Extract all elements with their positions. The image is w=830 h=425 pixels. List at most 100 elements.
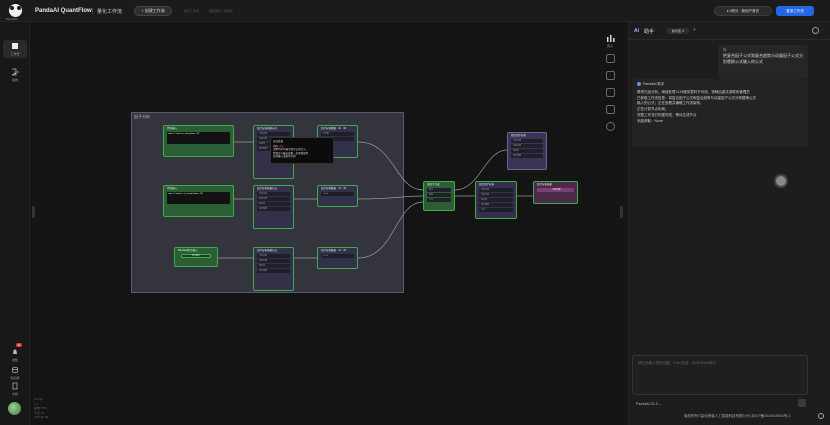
bot-line: 正在计算节点布局。 xyxy=(637,107,669,112)
exit-icon xyxy=(11,68,19,76)
bar-chart-icon[interactable] xyxy=(605,34,615,43)
node-field[interactable]: 结束日期 xyxy=(511,144,543,148)
panda-logo-icon[interactable] xyxy=(9,4,22,17)
node-field[interactable]: 分层数 xyxy=(321,132,354,136)
bot-line: 未能获取：None xyxy=(637,118,663,123)
node-field[interactable]: 开始日期 xyxy=(257,254,290,258)
chat-tab[interactable]: 新对话 ✕ xyxy=(667,28,689,34)
nav-label: 通知 xyxy=(11,358,18,362)
node-title: 组合因子分析 xyxy=(479,183,495,186)
zoom-line: 0.6 fps xyxy=(34,397,44,401)
tooltip-title: 节点信息 xyxy=(273,140,284,143)
node-field[interactable]: 股票池 xyxy=(511,149,543,153)
tooltip-line: 请用Python编写因子公式定义， xyxy=(273,148,309,151)
history-icon[interactable] xyxy=(812,27,819,34)
node-field[interactable]: 权重 xyxy=(427,193,451,197)
factor-data-node-3[interactable]: 因子分析数据 · 31 · 33 1.000 xyxy=(317,247,358,269)
login-button[interactable]: 登录工作流 xyxy=(776,6,814,16)
trash-icon[interactable] xyxy=(605,105,615,114)
node-field[interactable]: 结束日期 xyxy=(479,193,513,197)
node-field[interactable]: 调仓周期 xyxy=(511,154,543,158)
nav-item-notify[interactable]: 通知 xyxy=(3,346,27,362)
calendar-icon[interactable] xyxy=(605,54,615,63)
zoom-line: 节点 14 xyxy=(34,410,45,415)
bot-message-text: 需求已经分析，继续处理 LLM服务暂时不可用，请稍后重试或联系管理员 已获取工作… xyxy=(637,90,805,124)
tooltip-line: 其他输入请参考示例 xyxy=(273,155,296,158)
node-field[interactable]: 股票池 xyxy=(257,264,290,268)
send-button[interactable] xyxy=(798,399,806,407)
run-factor-button[interactable]: 运行因子 xyxy=(181,254,211,258)
multi-factor-merge-node[interactable]: 多因子合成 因子 权重 方法 xyxy=(423,181,455,211)
chat-input[interactable]: 请在此输入您的问题，Enter发送，Shift+Enter换行 xyxy=(632,355,808,395)
document-icon xyxy=(12,382,18,390)
assistant-float-button[interactable] xyxy=(774,174,788,188)
node-field[interactable]: 因子 xyxy=(427,188,451,192)
node-tooltip: 节点信息 代码 错误： 请用Python编写因子公式定义， 需要定义输出变量，如… xyxy=(270,137,334,164)
divider xyxy=(92,8,93,14)
workflow-canvas[interactable] xyxy=(30,22,624,425)
nav-item-workflow[interactable]: 工作流 xyxy=(3,40,27,58)
import-icon[interactable] xyxy=(605,88,615,97)
factor-data-node-2[interactable]: 因子分析数据 · 31 · 33 1.000 xyxy=(317,185,358,207)
factor-build-node-2[interactable]: 因子分析构建节点 开始日期 结束日期 股票池 调仓周期 xyxy=(253,185,294,229)
node-title: 组合因子分析 xyxy=(511,134,527,137)
node-field[interactable]: 开始日期 xyxy=(479,188,513,192)
code-input-node-2[interactable]: 代码输入 code = f"volume / ts_mean(volume, 2… xyxy=(163,185,234,217)
node-title: 因子分析构建节点 xyxy=(257,249,278,252)
code-editor[interactable]: code = f"volume / ts_mean(volume, 20)" xyxy=(167,192,230,204)
node-field[interactable]: 结束日期 xyxy=(257,197,290,201)
nav-item-mine[interactable]: 我的 xyxy=(3,66,27,84)
collapse-right-handle[interactable] xyxy=(620,206,623,218)
nav-item-kb[interactable]: 知识库 xyxy=(3,364,27,380)
node-field[interactable]: 结束日期 xyxy=(257,259,290,263)
export-icon[interactable] xyxy=(605,71,615,80)
create-workflow-button[interactable]: + 创建工作流 xyxy=(134,6,172,16)
chat-input-placeholder: 请在此输入您的问题，Enter发送，Shift+Enter换行 xyxy=(638,361,717,365)
factor-result-node[interactable]: 因子分析结果 分析结果 xyxy=(533,181,578,204)
refresh-icon[interactable] xyxy=(605,122,615,131)
factor-build-node-3[interactable]: 因子分析构建节点 开始日期 结束日期 股票池 调仓周期 xyxy=(253,247,294,291)
breadcrumb[interactable]: 量化工作流 xyxy=(97,9,123,15)
code-editor[interactable]: code = f"close / ts_mean(close, 20)" xyxy=(167,132,230,144)
node-field[interactable]: 调仓周期 xyxy=(257,269,290,273)
node-title: 因子分析构建节点 xyxy=(257,127,278,130)
combined-factor-node-1[interactable]: 组合因子分析 开始日期 结束日期 股票池 调仓周期 xyxy=(507,132,547,170)
database-icon xyxy=(12,366,18,373)
points-pill[interactable]: ♦ 0积分 · 新用户首充 xyxy=(714,6,772,16)
notification-badge: 11 xyxy=(16,343,22,347)
zoom-info: 0.6 fps 1:1 缩放 57% 节点 14 FPS 60.00 xyxy=(34,397,48,420)
nav-item-docs[interactable]: 文档 xyxy=(3,380,27,396)
avatar[interactable] xyxy=(8,402,21,415)
node-title: 多因子合成 xyxy=(427,183,440,186)
settings-gear-icon[interactable] xyxy=(818,413,824,419)
logo-text: PandaAI xyxy=(6,17,18,21)
result-button[interactable]: 分析结果 xyxy=(537,188,574,192)
nav-label: 文档 xyxy=(11,392,18,396)
code-input-node-1[interactable]: 代码输入 code = f"close / ts_mean(close, 20)… xyxy=(163,125,234,157)
node-field[interactable]: 1.000 xyxy=(321,254,354,258)
bot-line: 需求已经分析，继续处理 LLM服务暂时不可用，请稍后重试或联系管理员 xyxy=(637,90,750,94)
node-field[interactable]: 开始日期 xyxy=(257,132,290,136)
canvas-toolbar: 因子 xyxy=(600,34,620,139)
node-field[interactable]: 股票池 xyxy=(257,202,290,206)
plus-icon[interactable]: + xyxy=(693,27,696,33)
pandaai-factor-input-node[interactable]: PandaAI因子输入 运行因子 xyxy=(174,247,218,267)
node-field[interactable]: 方法 xyxy=(427,198,451,202)
node-field[interactable]: 股票池 xyxy=(479,198,513,202)
tooltip-line: 需要定义输出变量，如需要使用 xyxy=(273,151,309,155)
top-bar: PandaAI PandaAI QuantFlow 量化工作流 + 创建工作流 … xyxy=(0,0,830,22)
node-title: 因子分析数据 · 31 · 33 xyxy=(321,249,347,252)
user-message-text: 把复合因子公式和复合趋势与动量因子公式分别替换公式输入的公式 xyxy=(723,53,803,64)
footer-copyright: 版权所有©量化熊猫人工智能科技有限公司 |京ICP备2024049064号-1 xyxy=(684,414,791,418)
nav-label: 工作流 xyxy=(10,52,20,56)
node-field[interactable]: 1.000 xyxy=(321,192,354,196)
model-select[interactable]: PandaAI-V1.0 ⌄ xyxy=(636,402,662,406)
node-field[interactable]: 开始日期 xyxy=(257,192,290,196)
node-field[interactable]: 方法 xyxy=(479,208,513,212)
collapse-left-handle[interactable] xyxy=(32,206,35,218)
node-field[interactable]: 开始日期 xyxy=(511,139,543,143)
node-field[interactable]: 调仓周期 xyxy=(257,207,290,211)
node-field[interactable]: 调仓周期 xyxy=(479,203,513,207)
combined-factor-node-2[interactable]: 组合因子分析 开始日期 结束日期 股票池 调仓周期 方法 xyxy=(475,181,517,219)
